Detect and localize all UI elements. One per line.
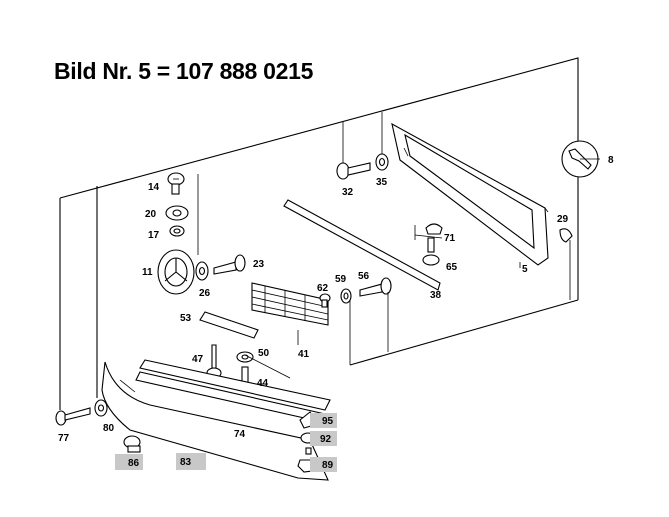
part-label-53: 53 xyxy=(180,313,192,324)
molding-38-part xyxy=(283,199,441,291)
washer-50-part xyxy=(236,351,254,363)
emblem-part xyxy=(157,249,195,295)
washer-20-part xyxy=(165,205,189,221)
part-label-65: 65 xyxy=(446,262,458,273)
part-label-29: 29 xyxy=(557,214,569,225)
screw-47-part xyxy=(206,344,222,379)
part-label-8: 8 xyxy=(608,155,614,166)
part-label-80: 80 xyxy=(103,423,115,434)
highlight-83 xyxy=(176,453,206,470)
part-label-71: 71 xyxy=(444,233,456,244)
part-label-41: 41 xyxy=(298,349,310,360)
part-label-20: 20 xyxy=(145,209,157,220)
part-label-89: 89 xyxy=(322,460,334,471)
grille-core-41-part xyxy=(251,282,329,326)
screw-32-part xyxy=(336,162,371,180)
part-label-35: 35 xyxy=(376,177,388,188)
screw-23-part xyxy=(213,254,246,275)
clip-29-part xyxy=(559,228,573,243)
part-label-92: 92 xyxy=(320,434,332,445)
screw-77-part xyxy=(55,407,91,426)
part-label-50: 50 xyxy=(258,348,270,359)
diagram-title: Bild Nr. 5 = 107 888 0215 xyxy=(54,58,314,84)
washer-59-part xyxy=(340,288,352,304)
screw-56-part xyxy=(359,277,392,297)
part-label-74: 74 xyxy=(234,429,246,440)
part-label-86: 86 xyxy=(128,458,140,469)
part-label-14: 14 xyxy=(148,182,160,193)
washer-17-part xyxy=(169,225,185,237)
part-label-59: 59 xyxy=(335,274,347,285)
clip-86-part xyxy=(123,435,141,453)
clip-62-part xyxy=(319,293,331,308)
grille-frame-part xyxy=(391,122,549,266)
washer-35-part xyxy=(375,153,389,171)
screw-14-part xyxy=(167,172,185,195)
part-label-47: 47 xyxy=(192,354,204,365)
assembly-frame xyxy=(59,57,579,410)
part-label-83: 83 xyxy=(180,457,192,468)
highlight-89 xyxy=(310,457,337,472)
part-label-23: 23 xyxy=(253,259,265,270)
highlight-95 xyxy=(310,413,337,428)
part-label-32: 32 xyxy=(342,187,354,198)
washer-26-part xyxy=(195,261,209,281)
bolt-65-part xyxy=(414,225,440,266)
part-label-38: 38 xyxy=(430,290,442,301)
part-label-17: 17 xyxy=(148,230,160,241)
part-label-11: 11 xyxy=(142,267,153,278)
part-label-5: 5 xyxy=(522,264,528,275)
part-label-77: 77 xyxy=(58,433,70,444)
part-label-95: 95 xyxy=(322,416,334,427)
part-label-26: 26 xyxy=(199,288,211,299)
highlight-92 xyxy=(310,431,337,446)
leader-lines xyxy=(414,158,600,300)
highlight-86 xyxy=(115,454,143,470)
bumper-83-part xyxy=(101,361,329,481)
clip-71-part xyxy=(425,223,443,235)
part-label-44: 44 xyxy=(257,378,269,389)
part-label-62: 62 xyxy=(317,283,329,294)
washer-80-part xyxy=(94,399,108,417)
part-label-56: 56 xyxy=(358,271,370,282)
bracket-53-part xyxy=(199,311,259,339)
